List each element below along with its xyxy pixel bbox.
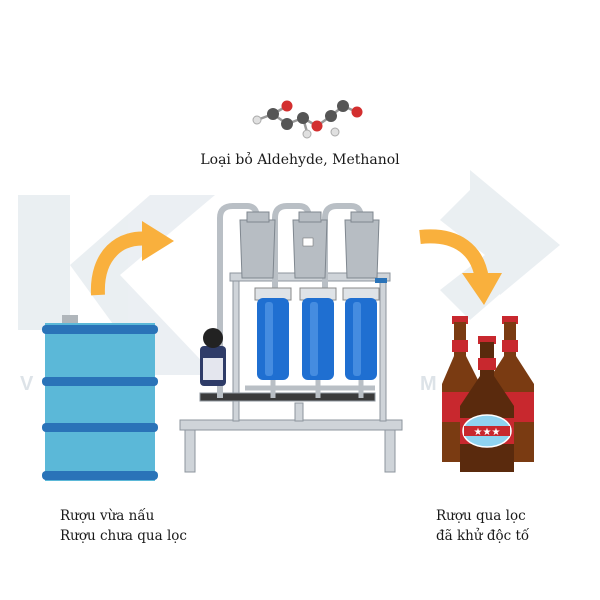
left-caption: Rượu vừa nấu Rượu chưa qua lọc [60,506,187,546]
beer-bottles-icon: ★★★ [442,316,534,472]
right-caption-line1: Rượu qua lọc [436,508,526,524]
molecule-icon [252,100,363,139]
barrel-icon [42,315,158,481]
molecule-caption: Loại bỏ Aldehyde, Methanol [200,152,400,168]
curved-arrow-icon [419,229,502,305]
svg-text:★★★: ★★★ [474,427,501,438]
right-caption: Rượu qua lọc đã khử độc tố [436,506,529,546]
filter-machine-icon [179,203,403,473]
left-caption-line1: Rượu vừa nấu [60,508,155,524]
watermark-letter-left: V [20,373,34,395]
watermark-letter-right: M [420,373,437,395]
left-caption-line2: Rượu chưa qua lọc [60,528,187,544]
right-caption-line2: đã khử độc tố [436,528,530,544]
curved-arrow-icon [90,221,174,296]
